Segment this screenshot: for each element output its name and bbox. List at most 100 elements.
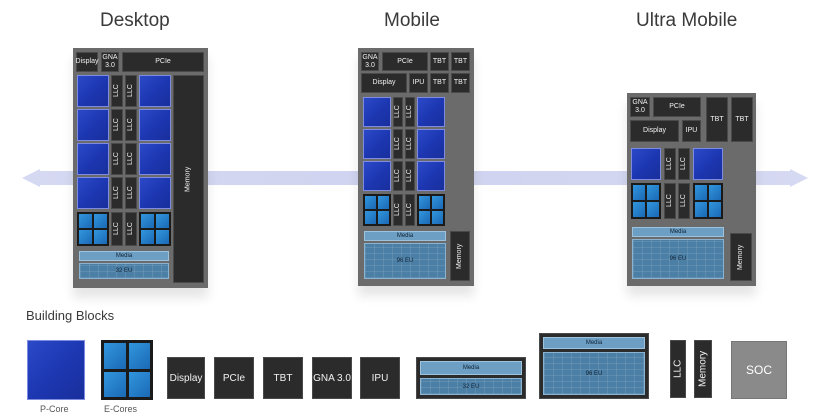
ipu-block: IPU — [682, 120, 701, 142]
llc-block: LLC — [405, 194, 415, 226]
ipu-label: IPU — [371, 372, 389, 384]
mobile-chip: GNA 3.0 PCIe TBT TBT Display IPU TBT TBT… — [358, 48, 474, 286]
pcie-block: PCIe — [653, 97, 701, 117]
pcore — [139, 143, 171, 175]
ecore-cluster — [77, 212, 109, 246]
ecores-legend-block — [101, 340, 153, 400]
mobile-title: Mobile — [384, 10, 440, 31]
display-legend-block: Display — [167, 357, 205, 399]
tbt-block: TBT — [706, 97, 728, 142]
pcie-label: PCIe — [397, 57, 413, 65]
ecore-cluster — [693, 183, 723, 219]
llc-label: LLC — [113, 84, 120, 98]
memory-block: Memory — [450, 231, 470, 281]
llc-label: LLC — [680, 194, 687, 208]
display-block: Display — [361, 73, 407, 93]
ecores-legend-label: E-Cores — [104, 404, 138, 414]
gna-label: GNA 3.0 — [102, 54, 118, 69]
llc-block: LLC — [405, 97, 415, 127]
pcie-label: PCIe — [669, 103, 685, 110]
eu-block: 96 EU — [543, 352, 645, 395]
memory-block: Memory — [730, 233, 752, 281]
eu-label: 32 EU — [462, 383, 480, 390]
pcore — [139, 75, 171, 107]
ecore-cluster — [631, 183, 661, 219]
llc-block: LLC — [393, 194, 403, 226]
pcore — [363, 129, 391, 159]
gna-block: GNA 3.0 — [630, 97, 650, 117]
ipu-block: IPU — [409, 73, 428, 93]
memory-legend-block: Memory — [694, 340, 712, 398]
llc-block: LLC — [393, 97, 403, 127]
eu-label: 96 EU — [396, 258, 414, 264]
llc-label: LLC — [113, 152, 120, 166]
ecore-cluster — [363, 194, 391, 226]
ultra-mobile-title: Ultra Mobile — [636, 10, 738, 31]
tbt-block: TBT — [430, 73, 449, 93]
llc-block: LLC — [111, 143, 123, 175]
tbt-legend-block: TBT — [263, 357, 303, 399]
tbt-label: TBT — [710, 115, 724, 123]
display-block: Display — [76, 52, 98, 72]
pcie-label: PCIe — [155, 58, 171, 65]
pcie-block: PCIe — [122, 52, 204, 72]
tbt-label: TBT — [453, 79, 468, 86]
tbt-block: TBT — [731, 97, 753, 142]
media-label: Media — [669, 229, 687, 235]
llc-label: LLC — [127, 84, 134, 98]
llc-label: LLC — [113, 186, 120, 200]
gpu-96eu-block: 96 EU — [364, 243, 446, 279]
llc-label: LLC — [127, 152, 134, 166]
memory-block: Memory — [173, 75, 204, 283]
gna-label: GNA 3.0 — [313, 372, 351, 384]
llc-label: LLC — [672, 359, 684, 379]
llc-label: LLC — [127, 186, 134, 200]
pcore — [139, 109, 171, 141]
gna-label: GNA 3.0 — [632, 99, 648, 114]
pcore-legend-label: P-Core — [40, 404, 69, 414]
llc-block: LLC — [664, 148, 676, 180]
pcore — [693, 148, 723, 180]
llc-label: LLC — [394, 105, 401, 119]
eu-label: 96 EU — [585, 370, 603, 377]
gna-label: GNA 3.0 — [362, 53, 378, 69]
tbt-block: TBT — [451, 73, 470, 93]
soc-legend-block: SOC — [732, 342, 786, 398]
gna-block: GNA 3.0 — [101, 52, 119, 72]
memory-label: Memory — [697, 350, 709, 388]
llc-label: LLC — [394, 203, 401, 217]
building-blocks-title: Building Blocks — [26, 308, 115, 323]
llc-label: LLC — [406, 137, 413, 151]
tbt-block: TBT — [451, 52, 470, 71]
eu-block: 32 EU — [420, 378, 522, 395]
llc-block: LLC — [393, 161, 403, 191]
memory-label: Memory — [456, 243, 463, 269]
pcore — [363, 161, 391, 191]
pcie-legend-block: PCIe — [214, 357, 254, 399]
pcore — [363, 97, 391, 127]
display-block: Display — [630, 120, 679, 142]
llc-label: LLC — [394, 169, 401, 183]
llc-block: LLC — [125, 109, 137, 141]
memory-label: Memory — [737, 244, 744, 270]
eu-label: 32 EU — [115, 268, 133, 274]
tbt-label: TBT — [453, 57, 468, 65]
llc-legend-block: LLC — [670, 340, 686, 398]
pcie-block: PCIe — [382, 52, 428, 71]
pcore — [77, 109, 109, 141]
llc-label: LLC — [680, 157, 687, 171]
llc-block: LLC — [405, 129, 415, 159]
llc-label: LLC — [406, 169, 413, 183]
media-label: Media — [585, 340, 603, 346]
pcore — [417, 161, 445, 191]
gna-legend-block: GNA 3.0 — [312, 357, 352, 399]
gpu-32eu-legend: Media 32 EU — [416, 357, 526, 399]
pcore — [77, 143, 109, 175]
media-label: Media — [462, 365, 480, 371]
pcore-legend-block — [27, 340, 85, 400]
llc-label: LLC — [406, 203, 413, 217]
media-block: Media — [364, 231, 446, 241]
ipu-label: IPU — [412, 79, 425, 86]
pcore — [139, 177, 171, 209]
llc-block: LLC — [125, 75, 137, 107]
